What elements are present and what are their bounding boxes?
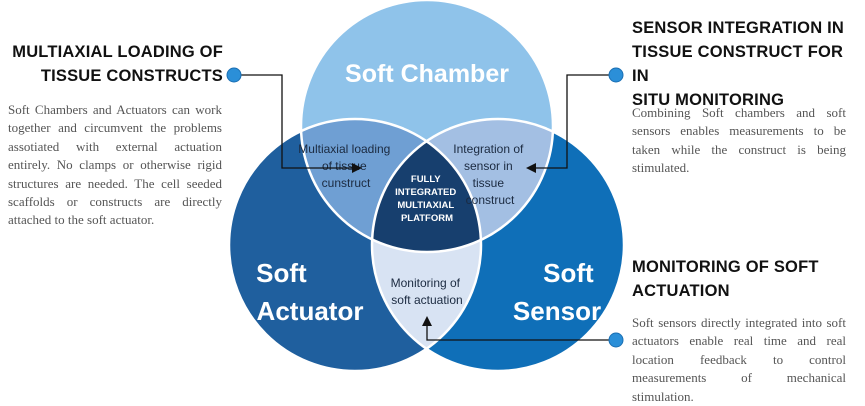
monitoring-overlap-label: Monitoring of soft actuation <box>391 276 464 307</box>
soft-actuator-label-line1: Soft <box>256 258 307 288</box>
soft-sensor-label-line1: Soft <box>543 258 594 288</box>
sensor-integration-title-line2: TISSUE CONSTRUCT FOR IN <box>632 43 844 85</box>
left-connector-arrow <box>240 74 362 173</box>
multiaxial-loading-title: MULTIAXIAL LOADING OF TISSUE CONSTRUCTS <box>8 40 223 88</box>
center-platform-label: FULLY INTEGRATED MULTIAXIAL PLATFORM <box>395 174 459 224</box>
soft-actuator-label: Soft Actuator <box>256 258 363 326</box>
soft-actuator-label-line2: Actuator <box>257 296 364 326</box>
multiaxial-loading-title-line1: MULTIAXIAL LOADING OF <box>12 43 223 61</box>
center-overlap <box>372 119 481 252</box>
right-bottom-connector-arrow <box>422 316 610 341</box>
soft-sensor-label-line2: Sensor <box>513 296 601 326</box>
soft-chamber-label: Soft Chamber <box>345 60 509 88</box>
right-bottom-bullet-marker <box>608 332 624 348</box>
monitoring-title-line2: ACTUATION <box>632 282 730 300</box>
multiaxial-loading-overlap-label: Multiaxial loading of tissue cunstruct <box>298 142 393 190</box>
sensor-integration-title-line3: SITU MONITORING <box>632 91 785 109</box>
multiaxial-loading-description: Soft Chambers and Actuators can work tog… <box>8 102 222 228</box>
left-bullet-marker <box>226 67 242 83</box>
monitoring-title: MONITORING OF SOFT ACTUATION <box>632 255 862 303</box>
sensor-integration-description: Combining Soft chambers and soft sensors… <box>632 105 846 176</box>
sensor-integration-title: SENSOR INTEGRATION IN TISSUE CONSTRUCT F… <box>632 16 862 112</box>
monitoring-description: Soft sensors directly integrated into so… <box>632 315 846 404</box>
sensor-integration-overlap-label: Integration of sensor in tissue construc… <box>453 142 526 207</box>
right-top-connector-arrow <box>526 74 610 173</box>
multiaxial-loading-title-line2: TISSUE CONSTRUCTS <box>40 67 223 85</box>
sensor-integration-title-line1: SENSOR INTEGRATION IN <box>632 19 844 37</box>
right-top-bullet-marker <box>608 67 624 83</box>
monitoring-title-line1: MONITORING OF SOFT <box>632 258 819 276</box>
soft-sensor-label: Soft Sensor <box>513 258 601 326</box>
